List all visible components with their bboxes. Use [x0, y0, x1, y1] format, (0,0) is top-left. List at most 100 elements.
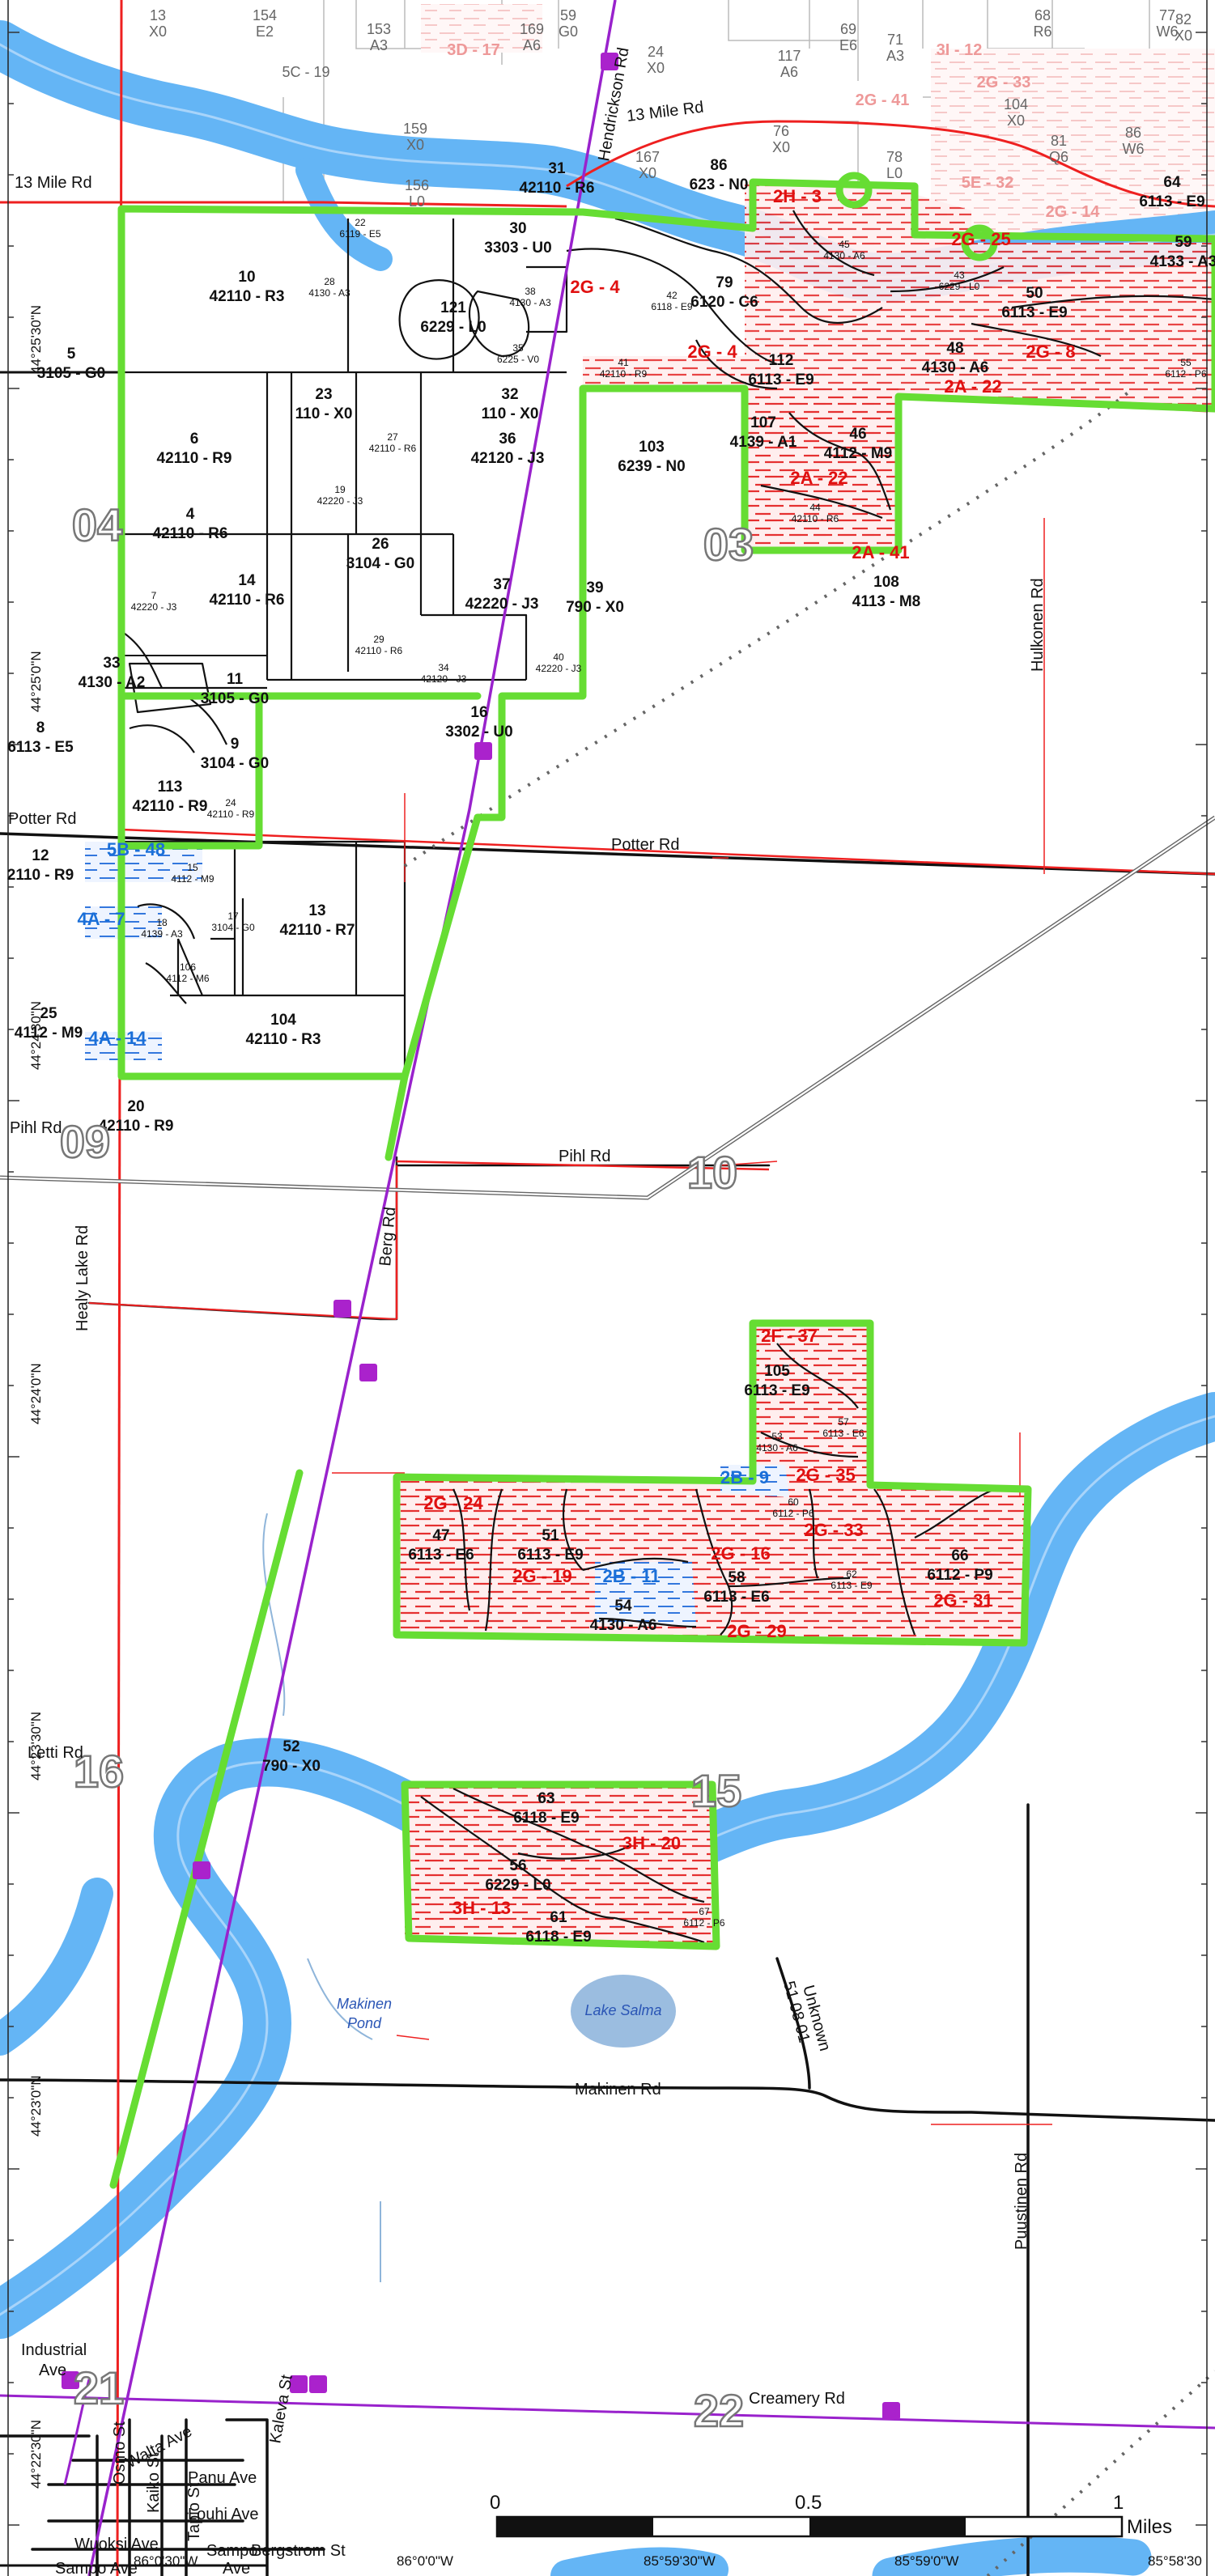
parcel-56-code: 6229 - L0: [485, 1877, 550, 1894]
small-parcel-35-code: 6225 - V0: [497, 354, 539, 365]
road-label-sampo-2: Sampo: [206, 2542, 257, 2560]
parcel-33-number: 33: [103, 655, 120, 672]
small-parcel-17-code: 3104 - G0: [211, 922, 255, 933]
lat-label-2: 44°25'0"N: [28, 651, 44, 712]
parcel-32-code: 110 - X0: [482, 405, 539, 422]
bg-parcel-76-code: X0: [772, 139, 790, 155]
parcel-66-number: 66: [951, 1547, 968, 1564]
road-label-osmo: Osmo St: [111, 2421, 129, 2485]
parcel-8-number: 8: [36, 719, 45, 736]
lat-label-5: 44°23'30"N: [28, 1712, 44, 1780]
bg-parcel-154-code: E2: [256, 23, 274, 40]
parcel-56-number: 56: [509, 1857, 526, 1874]
bg-parcel-59-code: G0: [559, 23, 578, 40]
lon-label-1: 86°0'30"W: [134, 2553, 198, 2569]
water-labels: Makinen Pond Lake Salma: [337, 1996, 662, 2031]
section-09: 09: [60, 1116, 110, 1167]
small-parcel-55-code: 6112 - P6: [1165, 368, 1206, 380]
road-label-industrial: Industrial: [21, 2341, 87, 2359]
small-parcel-27-number: 27: [387, 431, 398, 443]
parcel-113-code: 42110 - R9: [133, 798, 208, 815]
railroad: [0, 387, 1215, 2576]
small-parcel-28-number: 28: [324, 276, 335, 287]
road-label-13-mile-left: 13 Mile Rd: [15, 174, 92, 192]
parcel-105-number: 105: [764, 1363, 790, 1380]
small-parcel-38-code: 4130 - A3: [509, 297, 551, 308]
parcel-103-code: 6239 - N0: [618, 458, 685, 475]
bg-parcel-82-number: 82: [1175, 11, 1192, 28]
parcel-108-number: 108: [873, 574, 899, 591]
lat-label-6: 44°23'0"N: [28, 2075, 44, 2137]
parcel-14-code: 42110 - R6: [210, 592, 285, 609]
parcel-58-code: 6113 - E6: [703, 1589, 769, 1606]
lon-label-3: 85°59'30"W: [644, 2553, 716, 2569]
small-parcel-60-number: 60: [788, 1496, 799, 1508]
parcel-48-code: 4130 - A6: [922, 359, 989, 376]
bg-parcel-117-code: A6: [780, 64, 798, 80]
road-label-healy-lake: Healy Lake Rd: [74, 1225, 91, 1331]
small-parcel-15-code: 4112 - M9: [171, 873, 214, 885]
stand-label-red: 2G - 4: [570, 277, 620, 297]
small-parcel-38-number: 38: [525, 286, 536, 297]
water-label-makinen-pond-2: Pond: [347, 2015, 382, 2031]
lon-label-5: 85°58'30: [1148, 2553, 1202, 2569]
parcel-61-code: 6118 - E9: [525, 1929, 591, 1946]
bg-parcel-169-number: 169: [520, 21, 544, 37]
bg-parcel-59-number: 59: [560, 7, 576, 23]
parcel-52-number: 52: [283, 1738, 300, 1755]
small-parcel-57-code: 6113 - E6: [822, 1428, 864, 1439]
bg-parcel-71-code: A3: [886, 48, 904, 64]
bg-parcel-68-number: 68: [1034, 7, 1051, 23]
stand-label-red: 2G - 25: [951, 229, 1010, 249]
bg-parcel-86-code: W6: [1123, 141, 1145, 157]
parcel-79-code: 6120 - C6: [690, 294, 758, 311]
parcel-47-number: 47: [432, 1527, 449, 1544]
stand-label-blue: 5B - 48: [107, 839, 165, 859]
parcel-31-code: 42110 - R6: [520, 180, 595, 197]
bg-parcel-153-number: 153: [367, 21, 391, 37]
small-parcel-67-code: 6112 - P6: [683, 1917, 724, 1929]
road-label-hulkonen: Hulkonen Rd: [1029, 578, 1047, 672]
bg-parcel-78-code: L0: [886, 165, 903, 181]
parcel-9-number: 9: [231, 736, 240, 753]
parcel-39-code: 790 - X0: [566, 599, 624, 616]
road-label-makinen: Makinen Rd: [575, 2081, 661, 2099]
parcel-107-number: 107: [750, 414, 776, 431]
parcel-6-code: 42110 - R9: [157, 450, 232, 467]
parcel-39-number: 39: [586, 579, 603, 596]
small-parcel-62-number: 62: [846, 1568, 857, 1580]
stand-label-red: 2G - 33: [804, 1520, 863, 1540]
small-parcel-60-code: 6112 - P6: [772, 1508, 814, 1519]
bg-parcel-13-code: X0: [149, 23, 167, 40]
study-area-boundary: [109, 172, 1215, 2189]
bg-parcel-82-code: X0: [1175, 28, 1192, 44]
parcel-104-number: 104: [270, 1012, 296, 1029]
stand-label-red: 2G - 4: [687, 342, 737, 362]
parcel-63-number: 63: [537, 1790, 554, 1807]
parcel-121-number: 121: [440, 299, 466, 316]
map-frame: [7, 0, 1208, 2576]
small-parcel-34-number: 34: [438, 662, 449, 673]
scale-label-half: 0.5: [795, 2492, 822, 2514]
parcel-23-code: 110 - X0: [295, 405, 353, 422]
utility-line: [87, 0, 617, 2576]
lake-salma: [571, 1975, 676, 2048]
stand-label-red: 2A - 22: [790, 468, 848, 488]
parcel-112-number: 112: [769, 352, 794, 369]
parcel-64-code: 6113 - E9: [1139, 193, 1204, 210]
road-label-sampo-ave: Sampo Ave: [55, 2560, 138, 2576]
bg-parcel-167-code: X0: [639, 165, 656, 181]
scale-labels: 0 0.5 1 Miles: [490, 2492, 1172, 2538]
road-markers: [62, 53, 900, 2420]
bg-parcel-159-code: X0: [406, 137, 424, 153]
stand-label-red: 2G - 16: [711, 1543, 770, 1564]
bg-parcel-153-code: A3: [370, 37, 388, 53]
stand-label-red: 2A - 22: [944, 376, 1001, 397]
stand-label-red: 2G - 31: [933, 1590, 992, 1611]
small-parcel-27-code: 42110 - R6: [369, 443, 417, 454]
parcel-lines: [120, 210, 1215, 1944]
small-parcel-53-number: 53: [771, 1431, 783, 1442]
bg-stand-label: 3I - 12: [937, 41, 983, 59]
road-label-sampo-3: Ave: [223, 2560, 250, 2576]
bg-stand-label: 2G - 41: [856, 91, 910, 109]
